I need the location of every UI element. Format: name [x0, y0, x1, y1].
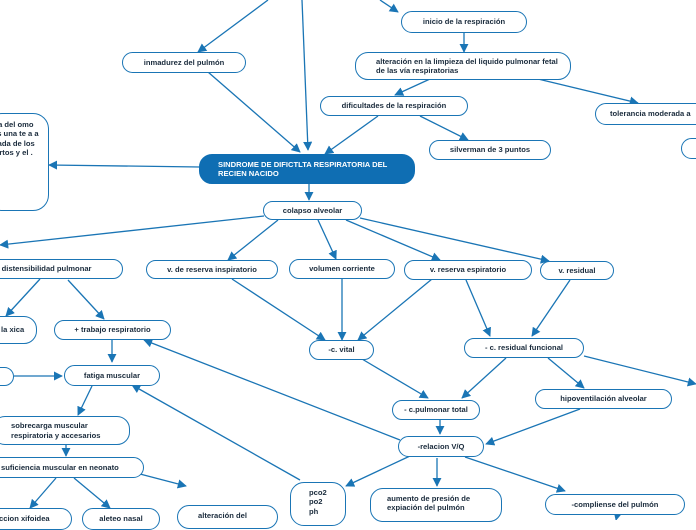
node-label: + trabajo respiratorio: [74, 325, 151, 335]
edge-relacion-to-compliense: [464, 456, 566, 493]
edge-relacion-to-trabajo: [143, 338, 401, 441]
edge-residualf-to-hipo: [547, 357, 585, 389]
edge-distensibilidad-to-trabajo: [67, 279, 105, 320]
node-alteracion-limpieza[interactable]: alteración en la limpieza del liquido pu…: [355, 52, 571, 80]
edge-residualf-to-right: [583, 355, 696, 387]
edge-relacion-to-gases: [345, 455, 411, 487]
node-label: silverman de 3 puntos: [449, 145, 531, 155]
edge-colapso-to-inspiratorio: [227, 219, 279, 261]
node-tolerancia-moderada[interactable]: tolerancia moderada a: [595, 103, 696, 125]
node-aumento-presion[interactable]: aumento de presión de expiación del pulm…: [370, 488, 502, 522]
node-inmadurez-pulmon[interactable]: inmadurez del pulmón: [122, 52, 246, 73]
root-title: SINDROME DE DIFICTLTA RESPIRATORIA DEL R…: [218, 159, 388, 178]
node-label: la xica: [1, 325, 25, 335]
node-la-xica[interactable]: la xica: [0, 316, 37, 344]
edge-espiratorio-to-residualf: [465, 279, 491, 337]
node-left-partial[interactable]: [0, 367, 14, 386]
node-label: aumento de presión de expiación del pulm…: [387, 494, 471, 513]
edge-vresidual-to-residualf: [531, 279, 571, 337]
node-label: pco2 po2 ph: [309, 488, 327, 516]
node-label: hipoventilación alveolar: [560, 394, 647, 404]
node-root-sindrome[interactable]: SINDROME DE DIFICTLTA RESPIRATORIA DEL R…: [199, 154, 415, 184]
node-silverman[interactable]: silverman de 3 puntos: [429, 140, 551, 160]
node-reserva-espiratorio[interactable]: v. reserva espiratorio: [404, 260, 532, 280]
node-fatiga-muscular[interactable]: fatiga muscular: [64, 365, 160, 386]
node-aleteo-nasal[interactable]: aleteo nasal: [82, 508, 160, 530]
edge-fatiga-to-sobrecarga: [77, 385, 93, 416]
node-compliense-pulmon[interactable]: -compliense del pulmón: [545, 494, 685, 515]
node-label: -relacion V/Q: [417, 441, 465, 451]
node-label: inmadurez del pulmón: [143, 57, 225, 67]
node-gases-pco2-po2-ph[interactable]: pco2 po2 ph: [290, 482, 346, 526]
edge-insuficiencia-to-alteracion: [139, 473, 187, 489]
node-trabajo-respiratorio[interactable]: + trabajo respiratorio: [54, 320, 171, 340]
node-label: v. reserva espiratorio: [429, 265, 507, 275]
edge-espiratorio-to-cvital: [357, 278, 433, 341]
node-label: ccion xifoidea: [0, 514, 50, 523]
node-label: -compliense del pulmón: [571, 499, 659, 509]
edge-colapso-to-corriente: [317, 219, 337, 260]
node-label: - c. residual funcional: [484, 343, 564, 353]
edge-dificultades-to-root: [324, 115, 379, 155]
edge-insuficiencia-to-retraccion: [29, 477, 57, 509]
edge-colapso-to-residual: [359, 217, 550, 264]
node-right-partial[interactable]: [681, 138, 696, 159]
node-residual-funcional[interactable]: - c. residual funcional: [464, 338, 584, 358]
node-c-pulmonar-total[interactable]: - c.pulmonar total: [392, 400, 480, 420]
node-sobrecarga-muscular[interactable]: sobrecarga muscular respiratoria y acces…: [0, 416, 130, 445]
node-inicio-respiracion[interactable]: inicio de la respiración: [401, 11, 527, 33]
node-volumen-corriente[interactable]: volumen corriente: [289, 259, 395, 279]
node-label: fatiga muscular: [83, 370, 141, 380]
edge-alteracion-to-dificultades: [394, 78, 431, 96]
node-label: inicio de la respiración: [422, 17, 506, 27]
edge-alteracion-to-tolerancia: [537, 78, 639, 106]
node-label: alteración del: [198, 511, 247, 520]
node-distensibilidad[interactable]: - distensibilidad pulmonar: [0, 259, 123, 279]
node-reserva-inspiratorio[interactable]: v. de reserva inspiratorio: [146, 260, 278, 279]
node-label: - distensibilidad pulmonar: [0, 264, 92, 274]
edge-top-to-root-a: [301, 0, 313, 151]
edge-top-to-inicio: [379, 0, 399, 13]
node-retraccion-xifoidea[interactable]: ccion xifoidea: [0, 508, 72, 530]
edge-dificultades-to-silverman: [419, 115, 469, 141]
edge-root-to-sidenote: [48, 160, 201, 170]
node-c-vital[interactable]: -c. vital: [309, 340, 374, 360]
edge-cvital-to-cpulmonar: [361, 358, 429, 399]
node-label: tolerancia moderada a: [610, 109, 691, 119]
edge-colapso-to-espiratorio: [345, 219, 441, 261]
node-label: v. residual: [558, 265, 596, 275]
node-label: suficiencia muscular en neonato: [1, 462, 119, 472]
edge-residualf-to-cpulmonar: [461, 357, 507, 399]
node-insuficiencia-muscular[interactable]: suficiencia muscular en neonato: [0, 457, 144, 478]
node-label: sobrecarga muscular respiratoria y acces…: [11, 421, 101, 440]
edge-inspiratorio-to-cvital: [231, 278, 326, 341]
edge-hipo-to-relacion: [485, 408, 581, 446]
edge-top-to-inmadurez: [197, 0, 269, 53]
node-v-residual[interactable]: v. residual: [540, 261, 614, 280]
node-dificultades-respiracion[interactable]: dificultades de la respiración: [320, 96, 468, 116]
node-label: ria del omo es una te a a nada de los ie…: [0, 120, 39, 158]
node-alteracion-del[interactable]: alteración del: [177, 505, 278, 529]
node-relacion-vq[interactable]: -relacion V/Q: [398, 436, 484, 457]
node-label: aleteo nasal: [99, 514, 143, 523]
node-label: v. de reserva inspiratorio: [167, 264, 257, 274]
node-label: alteración en la limpieza del liquido pu…: [376, 56, 558, 75]
node-label: - c.pulmonar total: [404, 405, 468, 415]
edge-insuficiencia-to-aleteo: [73, 477, 111, 509]
node-colapso-alveolar[interactable]: colapso alveolar: [263, 201, 362, 220]
edge-distensibilidad-to-la: [5, 278, 41, 317]
node-side-note[interactable]: ria del omo es una te a a nada de los ie…: [0, 113, 49, 211]
node-label: colapso alveolar: [282, 205, 343, 215]
node-label: dificultades de la respiración: [341, 101, 447, 111]
edge-relacion-to-fatiga: [131, 384, 301, 481]
node-label: volumen corriente: [309, 264, 375, 274]
edge-colapso-to-distensibilidad: [0, 215, 265, 249]
node-label: -c. vital: [328, 345, 355, 355]
node-hipoventilacion[interactable]: hipoventilación alveolar: [535, 389, 672, 409]
edge-inmadurez-to-root: [207, 71, 301, 153]
